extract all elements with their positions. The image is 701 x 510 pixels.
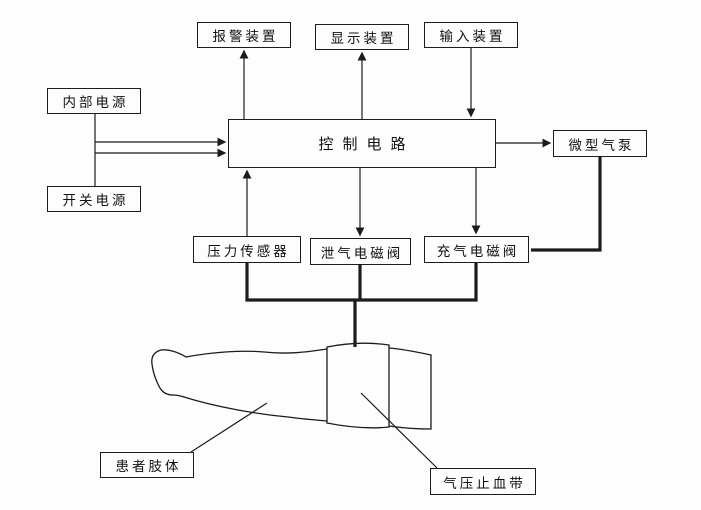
node-input-device: 输入装置 bbox=[424, 22, 518, 48]
node-deflate-valve: 泄气电磁阀 bbox=[310, 238, 411, 265]
label-patient-limb: 患者肢体 bbox=[100, 452, 194, 478]
node-alarm-device: 报警装置 bbox=[197, 22, 291, 48]
leader-lines bbox=[190, 392, 438, 469]
node-control-circuit: 控制电路 bbox=[228, 119, 496, 168]
node-inflate-valve: 充气电磁阀 bbox=[424, 236, 529, 263]
node-micro-pump: 微型气泵 bbox=[553, 130, 647, 157]
node-display-device: 显示装置 bbox=[315, 24, 409, 50]
node-switch-power: 开关电源 bbox=[47, 186, 141, 212]
node-internal-power: 内部电源 bbox=[47, 88, 141, 114]
label-tourniquet: 气压止血带 bbox=[430, 468, 536, 495]
node-pressure-sensor: 压力传感器 bbox=[193, 236, 301, 263]
leg-illustration bbox=[151, 342, 432, 430]
pneumatic-tube-lines bbox=[245, 157, 602, 347]
signal-arrow-lines bbox=[94, 48, 552, 237]
